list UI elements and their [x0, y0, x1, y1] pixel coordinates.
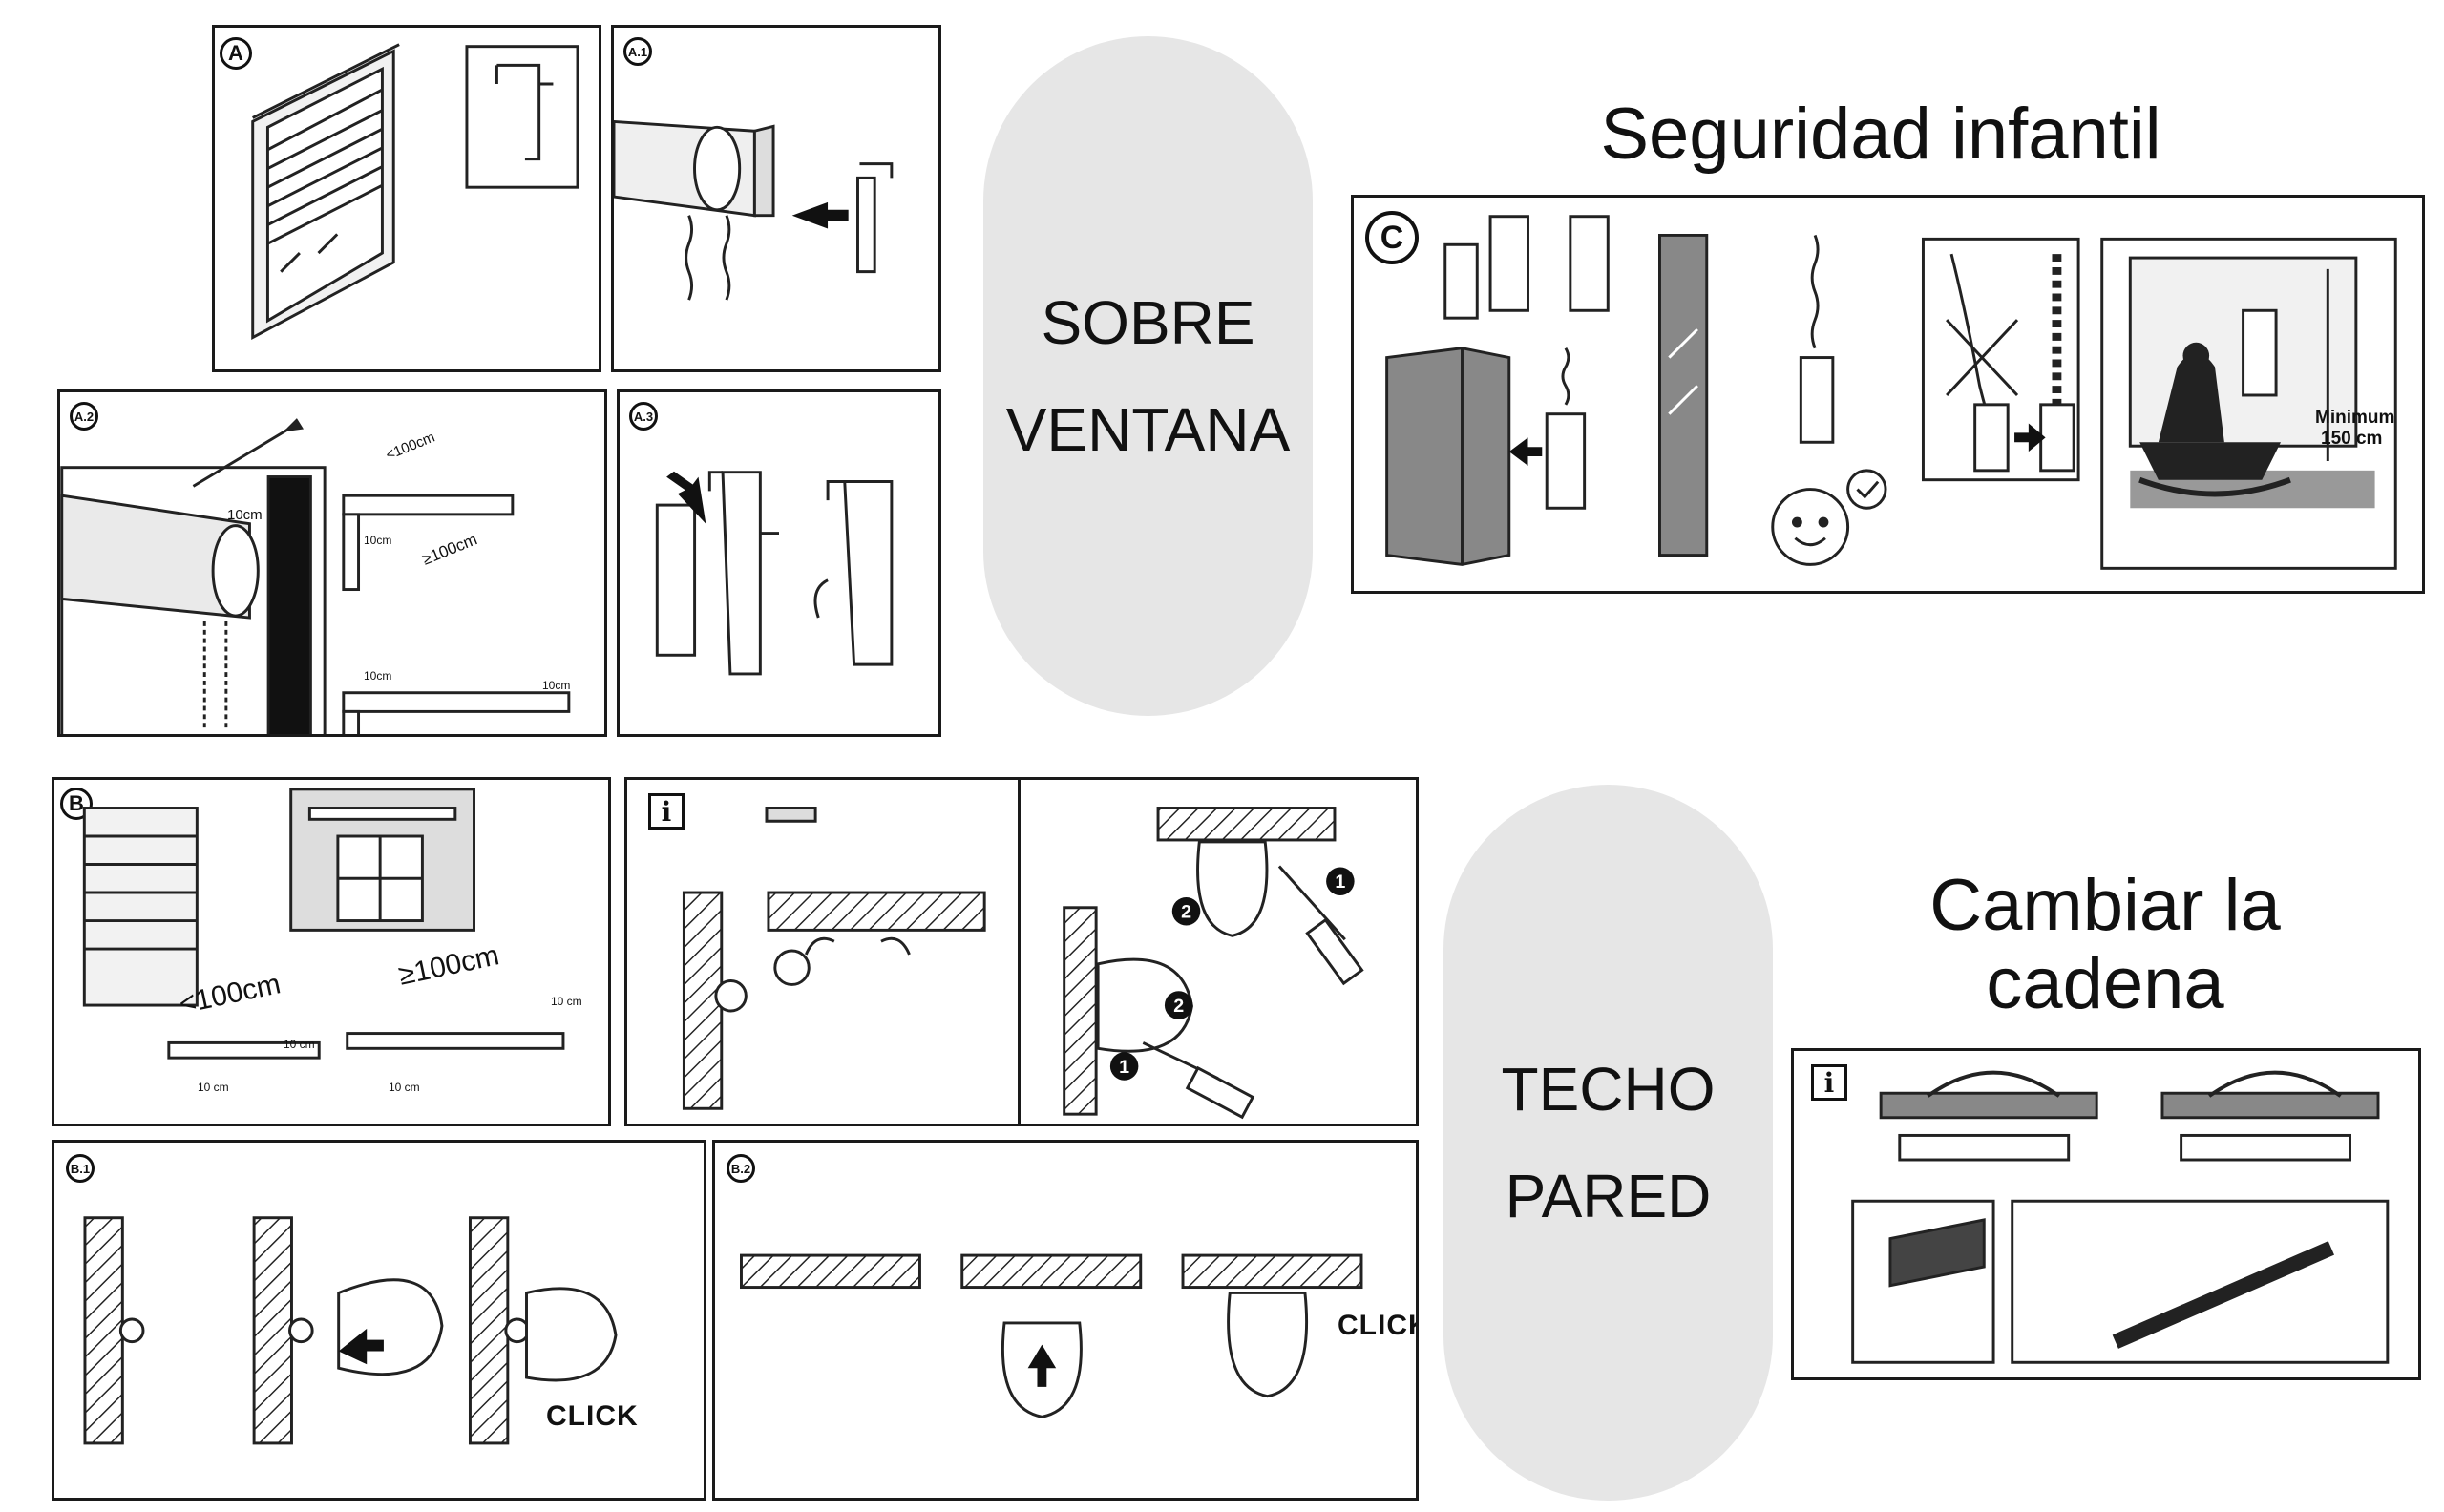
pill-sobre-ventana: SOBRE VENTANA — [983, 36, 1313, 716]
panel-a3: A.3 — [617, 389, 941, 737]
panel-c: C — [1351, 195, 2425, 594]
label-pared: PARED — [1505, 1162, 1712, 1230]
clip-illustration — [682, 807, 986, 1110]
badge-a2: A.2 — [70, 402, 98, 430]
info-icon: i — [1811, 1064, 1847, 1101]
label-10cm-d: 10cm — [364, 534, 392, 547]
label-10cm-b2: 10 cm — [284, 1038, 315, 1051]
arrow-icon — [1508, 437, 1543, 466]
child-on-rocking-horse — [2138, 342, 2291, 497]
step-number-2b: 2 — [1164, 991, 1193, 1019]
label-techo: TECHO — [1501, 1055, 1716, 1124]
child-safety-illustration — [1385, 215, 2397, 570]
screwdriver-removal-illustration: 1 2 2 1 — [1063, 807, 1364, 1120]
arrow-icon — [791, 201, 849, 229]
arrow-icon — [1027, 1344, 1057, 1387]
panel-chain: i — [1791, 1048, 2421, 1380]
badge-b: B — [60, 788, 93, 820]
roller-bracket-illustration — [614, 119, 894, 301]
badge-c: C — [1365, 211, 1419, 264]
panel-b2: B.2 CLICK — [712, 1140, 1419, 1501]
pill-techo-pared: TECHO PARED — [1443, 785, 1773, 1501]
badge-a: A — [220, 37, 252, 70]
label-10cm-b1: 10 cm — [198, 1081, 229, 1094]
baby-face-icon — [1771, 488, 1850, 566]
panel-b1: B.1 CLICK — [52, 1140, 706, 1501]
badge-b2: B.2 — [727, 1154, 755, 1183]
step-number-2: 2 — [1171, 896, 1201, 926]
arrow-icon — [338, 1328, 384, 1365]
label-click-b2: CLICK — [1338, 1310, 1416, 1341]
svg-text:2: 2 — [1173, 996, 1184, 1017]
ceiling-mount-illustration — [82, 788, 565, 1060]
bracket-insert-illustration — [655, 471, 894, 676]
badge-a3: A.3 — [629, 402, 658, 430]
label-10cm-a: 10cm — [227, 507, 263, 523]
badge-b1: B.1 — [66, 1154, 95, 1183]
label-minimum: Minimum 150 cm — [2315, 408, 2395, 449]
panel-info-clip: i — [624, 777, 1022, 1126]
label-ventana: VENTANA — [1005, 395, 1291, 464]
chain-change-illustration — [1851, 1070, 2390, 1364]
panel-a2: A.2 <100cm ≥100cm 10cm 10cm 10cm 10cm — [57, 389, 607, 737]
heading-cambiar-la-cadena: Cambiar la cadena — [1929, 865, 2281, 1024]
arrow-icon — [2014, 423, 2046, 452]
wall-click-illustration — [83, 1216, 618, 1445]
frame-mount-illustration — [60, 418, 571, 734]
check-icon — [1846, 469, 1887, 510]
panel-removal: 1 2 2 1 — [1018, 777, 1419, 1126]
arrow-icon — [666, 471, 706, 524]
svg-text:1: 1 — [1335, 872, 1345, 892]
bracket-detail-box — [465, 45, 579, 189]
heading-seguridad-infantil: Seguridad infantil — [1600, 94, 2161, 175]
label-sobre: SOBRE — [1041, 288, 1255, 357]
window-blind-illustration — [251, 43, 579, 341]
label-10cm-c: 10cm — [542, 679, 571, 692]
label-click-b1: CLICK — [546, 1400, 639, 1432]
panel-b: B <100cm ≥100cm 10 cm 10 cm 10 cm 10 cm — [52, 777, 611, 1126]
ceiling-click-illustration — [740, 1253, 1363, 1418]
label-10cm-b4: 10 cm — [551, 995, 582, 1008]
badge-a1: A.1 — [623, 37, 652, 66]
label-10cm-b3: 10 cm — [389, 1081, 420, 1094]
label-10cm-b: 10cm — [364, 669, 392, 682]
panel-a1: A.1 — [611, 25, 941, 372]
info-icon: i — [648, 793, 685, 830]
svg-text:1: 1 — [1119, 1057, 1129, 1078]
step-number-1: 1 — [1326, 867, 1355, 895]
svg-text:2: 2 — [1181, 902, 1191, 923]
step-number-1b: 1 — [1109, 1052, 1139, 1081]
panel-a: A — [212, 25, 601, 372]
